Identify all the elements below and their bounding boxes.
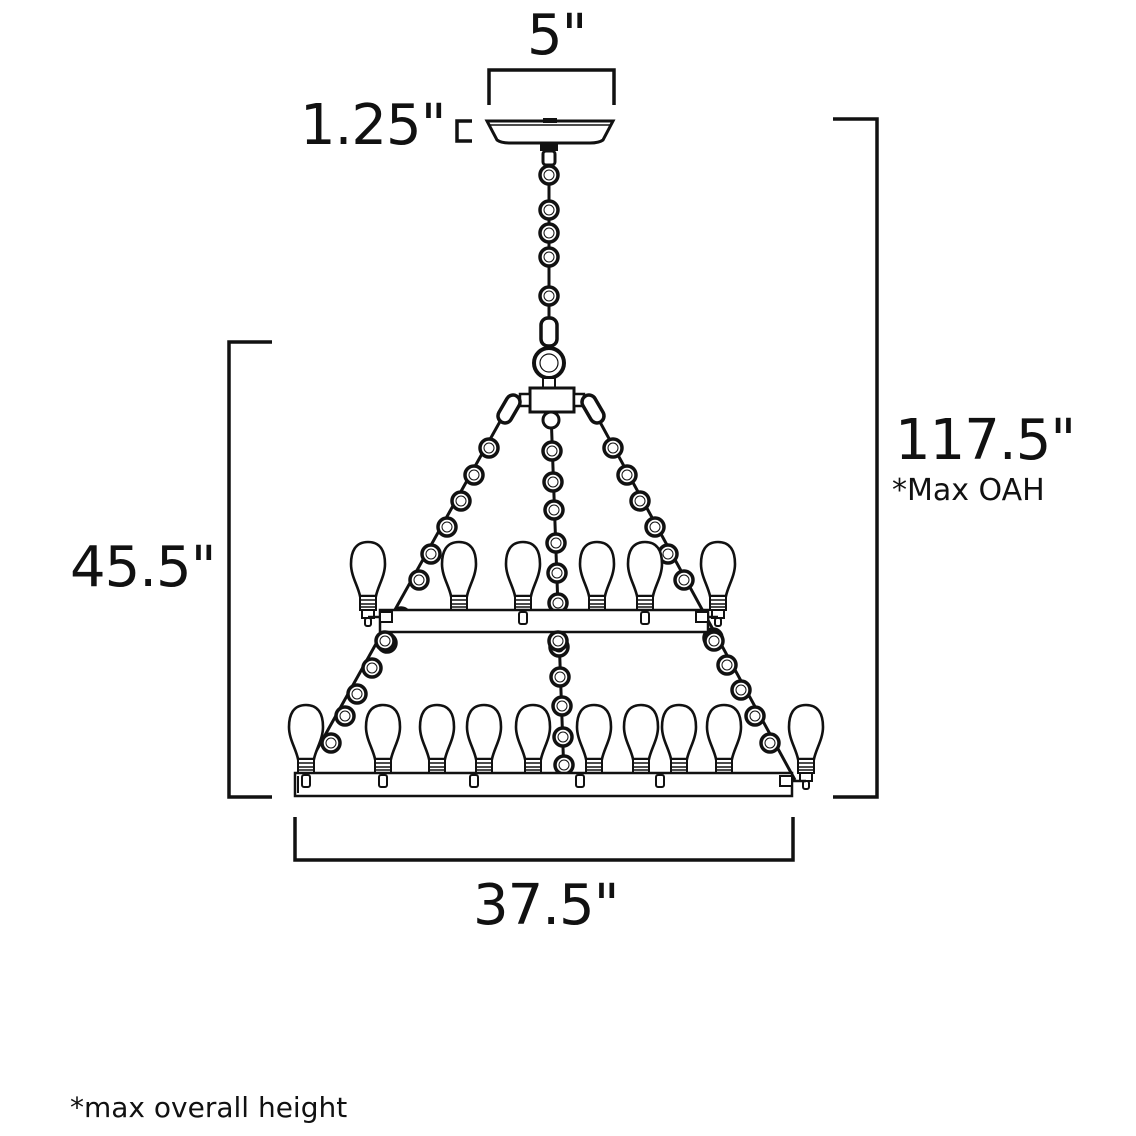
fixture-width-label: 37.5" bbox=[473, 873, 619, 938]
upper-tier-bar bbox=[378, 608, 710, 634]
overall-height-note: *Max OAH bbox=[892, 473, 1045, 508]
lower-tier-bar bbox=[293, 771, 794, 798]
main-chain bbox=[532, 149, 566, 389]
canopy bbox=[484, 118, 616, 151]
left-chain bbox=[298, 393, 522, 781]
fixture-width-bracket bbox=[293, 817, 795, 862]
overall-height-bracket bbox=[833, 117, 879, 799]
fixture-height-bracket bbox=[227, 340, 272, 799]
overall-height-label: 117.5" bbox=[895, 408, 1076, 473]
center-chain bbox=[541, 410, 575, 776]
lower-tier bbox=[287, 703, 825, 798]
hub-block bbox=[518, 386, 586, 414]
footnote-text: *max overall height bbox=[70, 1091, 348, 1124]
fixture-height-label: 45.5" bbox=[70, 535, 216, 600]
canopy-height-bracket bbox=[455, 119, 472, 143]
canopy-height-label: 1.25" bbox=[300, 93, 446, 158]
upper-tier bbox=[349, 540, 737, 652]
canopy-width-bracket bbox=[487, 68, 616, 105]
canopy-width-label: 5" bbox=[527, 3, 587, 68]
right-chain bbox=[580, 393, 797, 781]
